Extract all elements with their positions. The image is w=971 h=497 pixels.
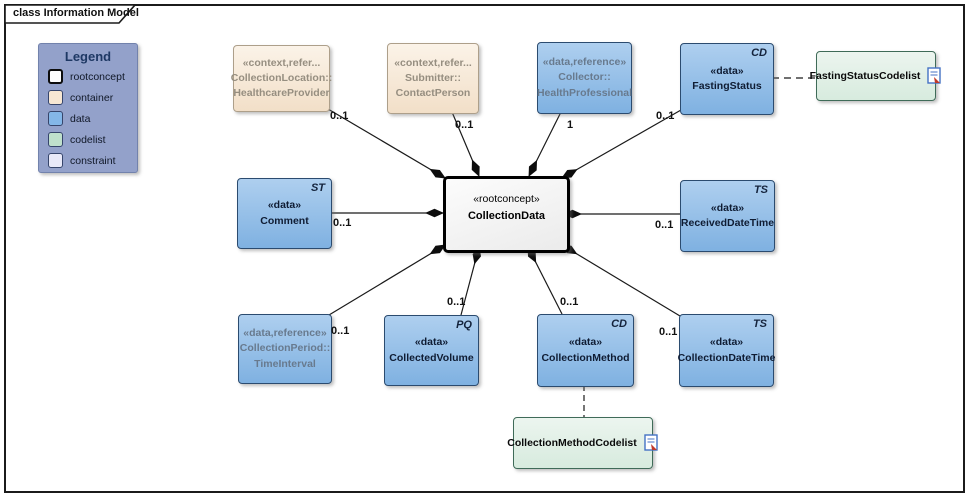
node-name: CollectionMethod <box>541 351 630 364</box>
node-collection-method[interactable]: CD «data» CollectionMethod <box>537 314 634 387</box>
stereotype: «data» <box>709 336 744 349</box>
multiplicity-comment: 0..1 <box>333 217 352 229</box>
composition-line-time-interval <box>328 244 446 316</box>
legend-label: codelist <box>70 133 106 146</box>
legend-item-codelist: codelist <box>48 131 137 148</box>
datatype-corner: TS <box>753 184 768 196</box>
node-collected-volume[interactable]: PQ «data» CollectedVolume <box>384 315 479 386</box>
legend-label: container <box>70 91 114 104</box>
multiplicity-collection-method: 0..1 <box>560 296 579 308</box>
node-collection-datetime[interactable]: TS «data» CollectionDateTime <box>677 314 776 387</box>
multiplicity-healthcare-provider: 0..1 <box>330 110 349 122</box>
multiplicity-collection-datetime: 0..1 <box>659 326 678 338</box>
node-name: TimeInterval <box>254 357 316 370</box>
composition-line-health-professional <box>528 111 562 177</box>
qualifier: CollectionPeriod:: <box>239 342 331 355</box>
stereotype: «context,refer... <box>394 56 472 69</box>
constraint-swatch <box>48 153 63 168</box>
node-name: Comment <box>260 214 309 227</box>
node-collection-data[interactable]: «rootconcept» CollectionData <box>443 176 570 253</box>
rootconcept-swatch <box>48 69 63 84</box>
legend-label: data <box>70 112 91 125</box>
node-comment[interactable]: ST «data» Comment <box>237 178 332 249</box>
datatype-corner: CD <box>611 318 627 330</box>
diagram-frame: class Information Model <box>4 4 965 493</box>
stereotype: «data» <box>267 199 302 212</box>
stereotype: «data,reference» <box>542 56 627 69</box>
node-name: FastingStatusCodelist <box>809 70 921 82</box>
node-name: CollectedVolume <box>389 351 474 364</box>
node-collection-method-codelist[interactable]: CollectionMethodCodelist <box>507 417 658 469</box>
node-healthcare-provider[interactable]: «context,refer... CollectionLocation:: H… <box>230 45 333 112</box>
qualifier: Collector:: <box>558 71 611 84</box>
multiplicity-time-interval: 0..1 <box>331 325 350 337</box>
frame-title: class Information Model <box>13 7 139 19</box>
node-name: CollectionMethodCodelist <box>507 437 637 449</box>
composition-line-collection-datetime <box>561 244 681 317</box>
node-health-professional[interactable]: «data,reference» Collector:: HealthProfe… <box>537 42 632 114</box>
node-name: CollectionDateTime <box>677 351 776 364</box>
codelist-document-icon <box>644 434 658 451</box>
stereotype: «data» <box>710 64 744 77</box>
stereotype: «rootconcept» <box>473 193 540 205</box>
node-name: HealthcareProvider <box>233 87 330 100</box>
datatype-corner: CD <box>751 47 767 59</box>
composition-line-healthcare-provider <box>327 108 446 179</box>
legend-item-data: data <box>48 110 137 127</box>
frame-tab-shape <box>4 4 137 24</box>
multiplicity-collected-volume: 0..1 <box>447 296 466 308</box>
node-received-datetime[interactable]: TS «data» ReceivedDateTime <box>680 180 775 252</box>
data-swatch <box>48 111 63 126</box>
frame-tab: class Information Model <box>4 4 139 25</box>
stereotype: «data» <box>414 336 449 349</box>
datatype-corner: PQ <box>456 319 472 331</box>
legend-item-container: container <box>48 89 137 106</box>
composition-line-collection-method <box>527 246 563 315</box>
composition-line-fasting-status <box>561 109 682 179</box>
datatype-corner: ST <box>310 182 325 194</box>
multiplicity-health-professional: 1 <box>567 119 574 131</box>
node-name: CollectionData <box>467 209 545 222</box>
stereotype: «data,reference» <box>243 327 327 340</box>
legend-item-constraint: constraint <box>48 152 137 169</box>
composition-line-collected-volume <box>460 246 481 316</box>
codelist-swatch <box>48 132 63 147</box>
stereotype: «data» <box>710 201 745 214</box>
codelist-document-icon <box>927 67 942 84</box>
node-name: ReceivedDateTime <box>680 217 775 229</box>
multiplicity-received-datetime: 0..1 <box>655 219 674 231</box>
container-swatch <box>48 90 63 105</box>
node-name: HealthProfessional <box>536 86 633 99</box>
qualifier: Submitter:: <box>405 71 461 84</box>
legend-label: constraint <box>70 154 116 167</box>
node-time-interval[interactable]: «data,reference» CollectionPeriod:: Time… <box>238 314 332 384</box>
node-name: ContactPerson <box>395 87 471 100</box>
node-name: FastingStatus <box>692 80 762 92</box>
node-contact-person[interactable]: «context,refer... Submitter:: ContactPer… <box>387 43 479 114</box>
multiplicity-contact-person: 0..1 <box>455 119 474 131</box>
multiplicity-fasting-status: 0..1 <box>656 110 675 122</box>
legend-item-rootconcept: rootconcept <box>48 68 137 85</box>
datatype-corner: TS <box>752 318 767 330</box>
qualifier: CollectionLocation:: <box>230 71 333 84</box>
legend: Legend rootconcept container data codeli… <box>38 43 138 173</box>
legend-title: Legend <box>64 49 112 64</box>
node-fasting-status-codelist[interactable]: FastingStatusCodelist <box>810 51 942 101</box>
composition-line-contact-person <box>451 111 480 177</box>
stereotype: «data» <box>568 336 603 349</box>
stereotype: «context,refer... <box>242 56 321 69</box>
legend-label: rootconcept <box>70 70 125 83</box>
node-fasting-status[interactable]: CD «data» FastingStatus <box>680 43 774 115</box>
